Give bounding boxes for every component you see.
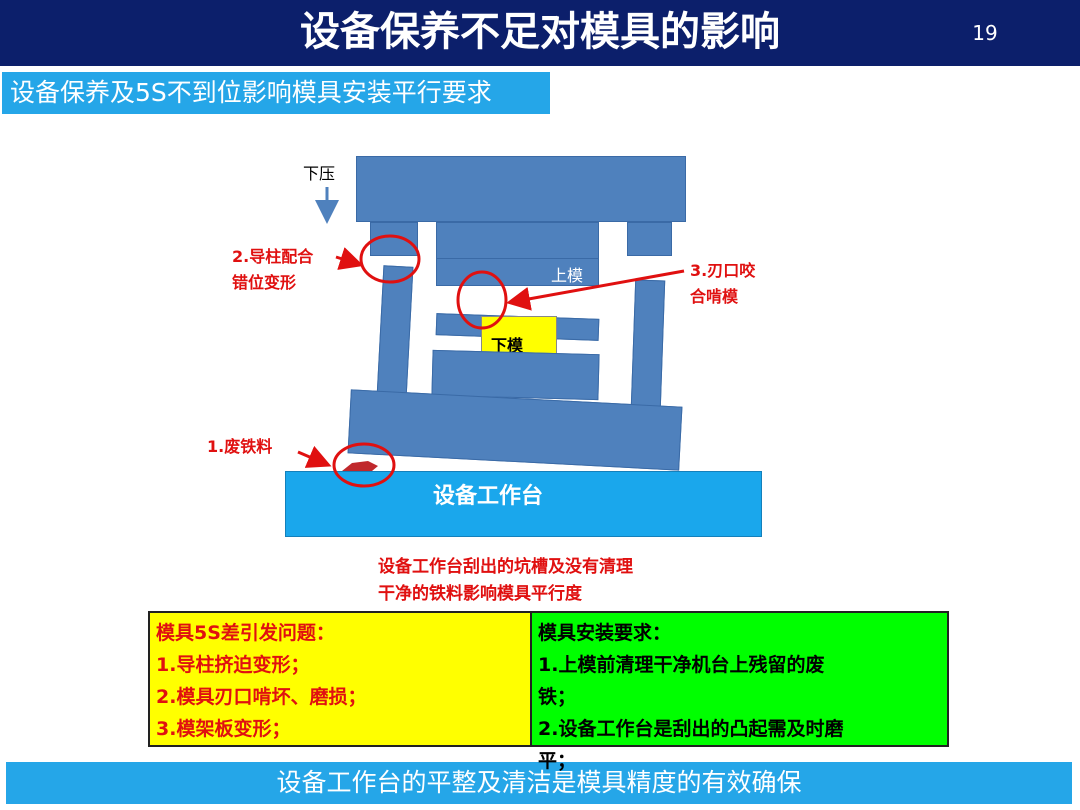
worktable-note-line2: 干净的铁料影响模具平行度 — [378, 584, 582, 604]
cutting-edge-callout-line2: 合啃模 — [690, 287, 739, 306]
lower-die — [481, 316, 557, 356]
page-number: 19 — [972, 21, 998, 45]
left-upper-guide — [370, 222, 418, 256]
guide-pillar-callout-line2: 错位变形 — [232, 273, 297, 292]
scrap-iron-arrow — [297, 445, 332, 468]
requirement-item: 平； — [538, 750, 577, 772]
requirement-item: 1.上模前清理干净机台上残留的废 — [538, 654, 825, 676]
cutting-edge-circle — [456, 270, 508, 330]
subtitle-bar — [2, 72, 550, 114]
slide-title: 设备保养不足对模具的影响 — [300, 9, 780, 55]
problem-item: 3.模架板变形； — [156, 718, 291, 740]
title-bar — [0, 0, 1080, 66]
worktable-note-line1: 设备工作台刮出的坑槽及没有清理 — [378, 557, 633, 577]
equipment-worktable — [285, 471, 762, 537]
guide-pillar-arrow — [335, 247, 364, 270]
right-upper-guide — [627, 222, 672, 256]
footer-bar — [6, 762, 1072, 804]
problem-item: 1.导柱挤迫变形； — [156, 654, 310, 676]
requirements-heading: 模具安装要求： — [538, 622, 672, 644]
cutting-edge-arrow — [506, 269, 685, 311]
cutting-edge-callout-line1: 3.刃口咬 — [690, 261, 756, 280]
problems-panel — [148, 611, 532, 747]
lower-die-label: 下模 — [491, 336, 524, 355]
requirements-panel — [532, 611, 949, 747]
scrap-iron-callout: 1.废铁料 — [207, 437, 273, 456]
upper-die-holder — [436, 222, 599, 262]
upper-die-label: 上模 — [551, 266, 584, 285]
guide-pillar-circle — [359, 234, 421, 284]
scrap-iron-shape — [342, 461, 378, 471]
footer-text: 设备工作台的平整及清洁是模具精度的有效确保 — [276, 768, 802, 797]
slide-subtitle: 设备保养及5S不到位影响模具安装平行要求 — [10, 78, 492, 107]
guide-pillar-callout-line1: 2.导柱配合 — [232, 247, 314, 266]
press-top-plate — [356, 156, 686, 222]
problems-heading: 模具5S差引发问题： — [156, 622, 335, 644]
problem-item: 2.模具刃口啃坏、磨损； — [156, 686, 367, 708]
press-down-label: 下压 — [303, 164, 336, 183]
requirement-item: 铁； — [538, 686, 577, 708]
requirement-item: 2.设备工作台是刮出的凸起需及时磨 — [538, 718, 844, 740]
worktable-label: 设备工作台 — [433, 484, 544, 509]
scrap-iron-circle — [332, 442, 396, 488]
